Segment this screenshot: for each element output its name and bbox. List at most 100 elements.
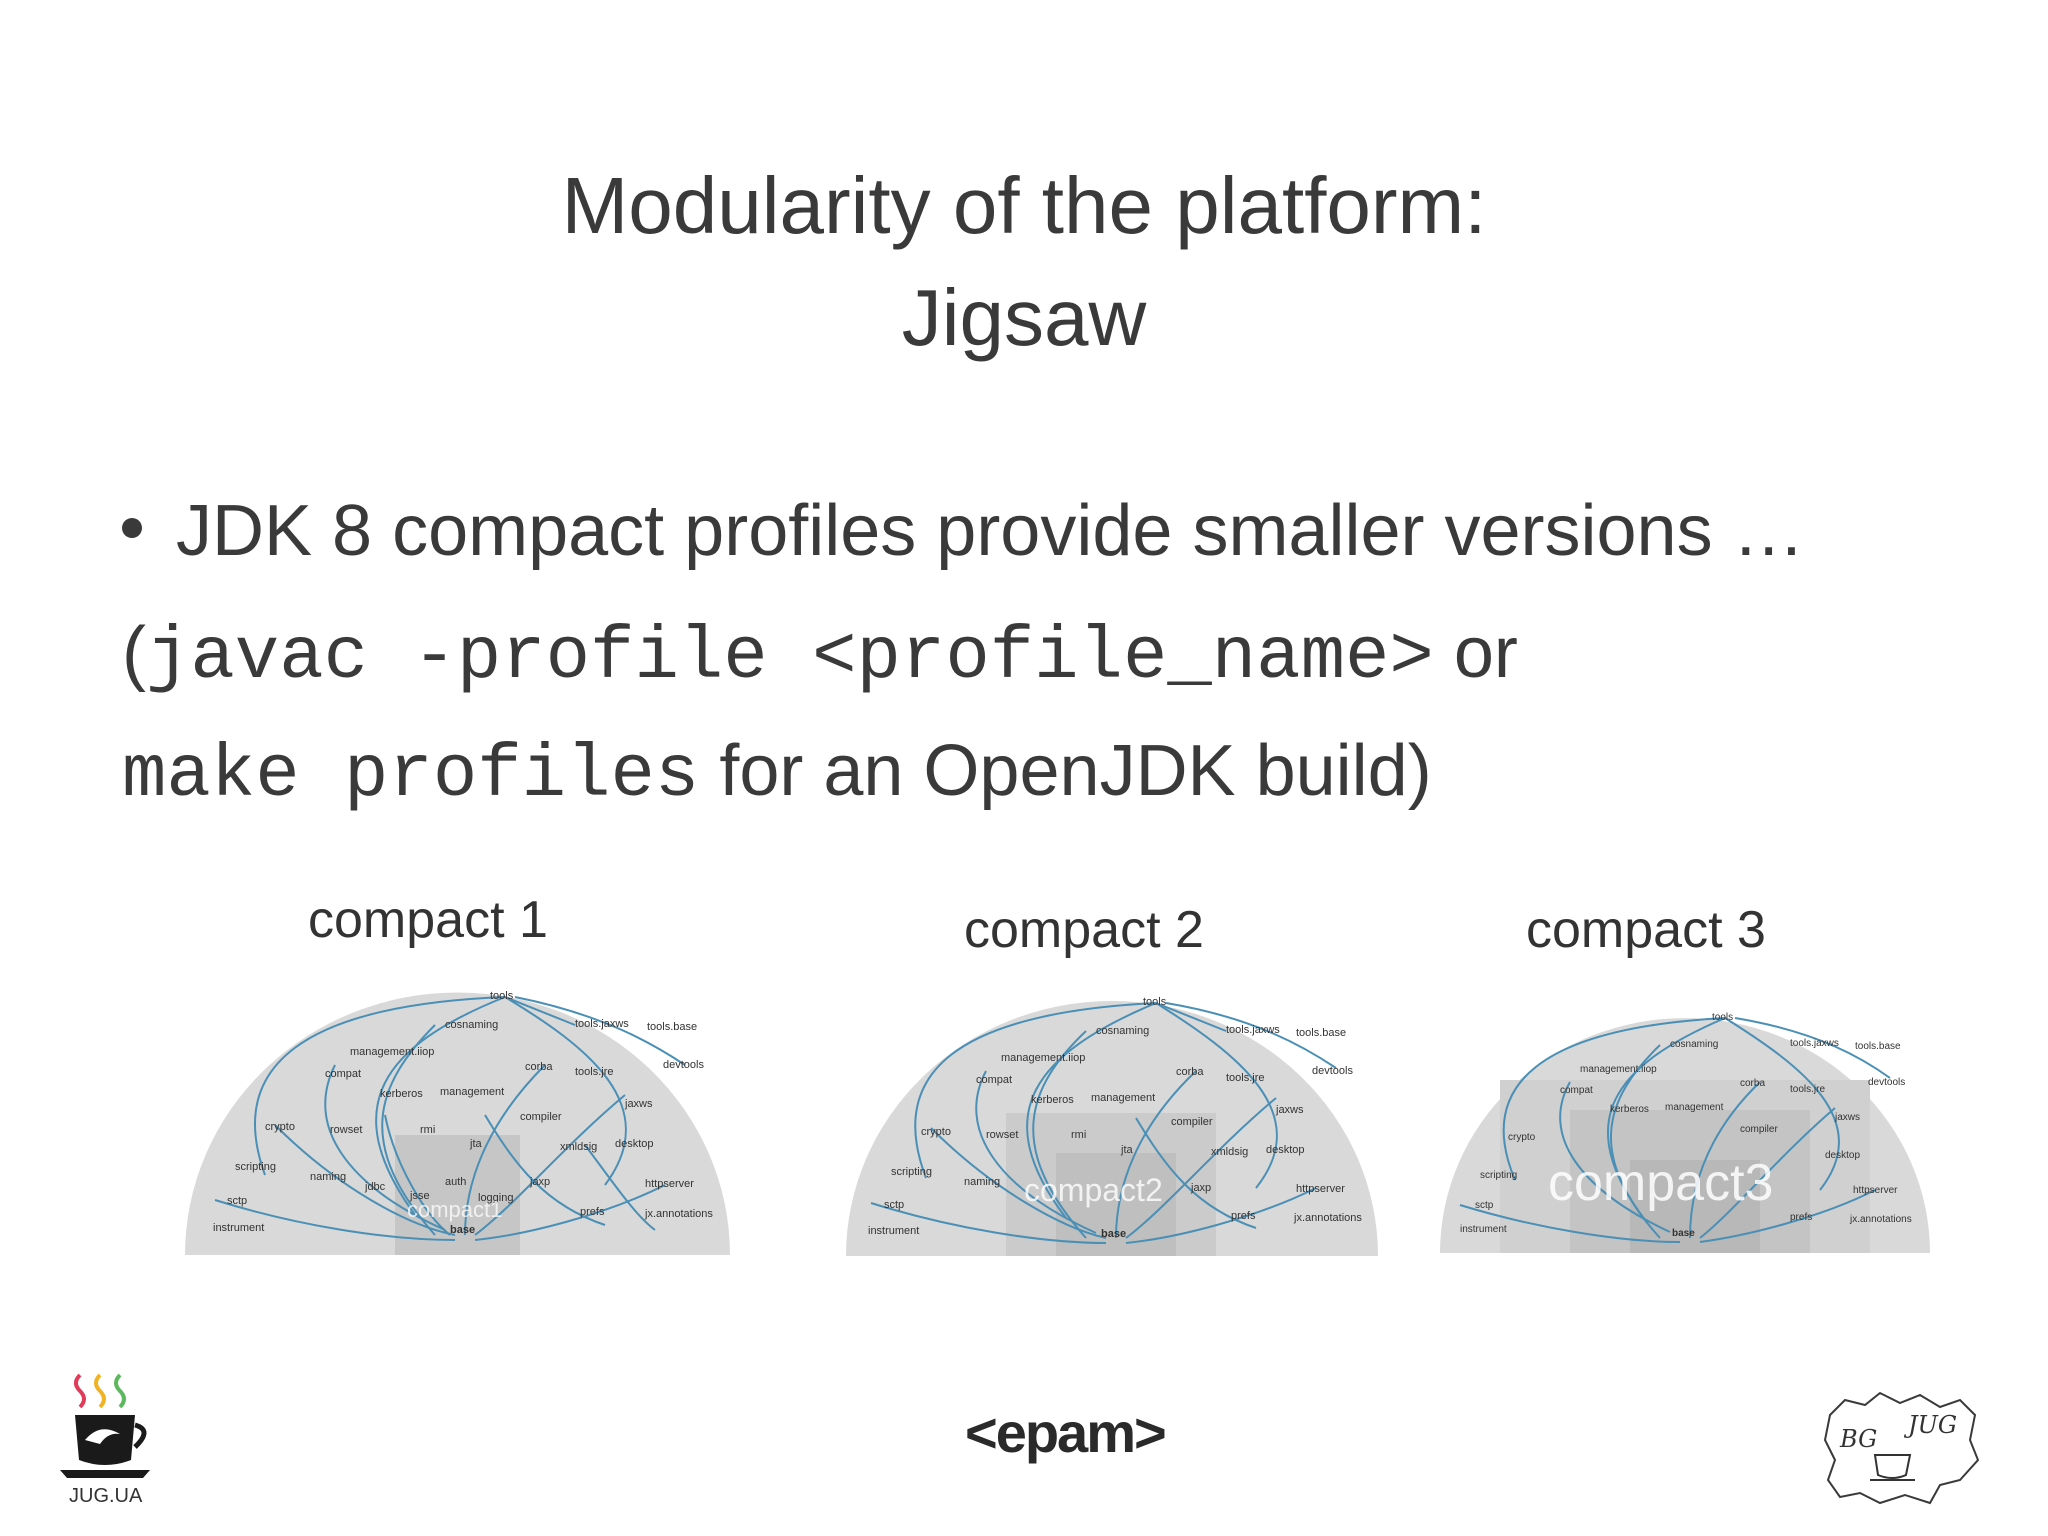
node-base: base [1101, 1228, 1126, 1240]
node-naming: naming [310, 1171, 346, 1183]
node-jaxws: jaxws [1275, 1104, 1304, 1116]
node-crypto: crypto [265, 1121, 295, 1133]
compact2-node-labels: tools cosnaming tools.jaxws tools.base m… [868, 996, 1362, 1240]
node-rmi: rmi [420, 1124, 435, 1136]
node-management: management [1665, 1102, 1724, 1113]
node-xmldsig: xmldsig [560, 1141, 597, 1153]
bullet-line-3: make profiles for an OpenJDK build) [122, 730, 1432, 818]
node-tools: tools [490, 990, 514, 1002]
node-management-iiop: management.iiop [350, 1046, 434, 1058]
compact3-label: compact 3 [1526, 901, 1766, 959]
node-compiler: compiler [1171, 1116, 1213, 1128]
node-jta: jta [469, 1138, 483, 1150]
bullet-line-2: (javac -profile <profile_name> or [122, 612, 1518, 700]
node-management: management [1091, 1092, 1155, 1104]
node-corba: corba [1176, 1066, 1204, 1078]
node-jaxp: jaxp [1190, 1182, 1211, 1194]
steam-red-icon [74, 1373, 86, 1409]
node-rowset: rowset [330, 1124, 362, 1136]
node-httpserver: httpserver [645, 1178, 694, 1190]
node-tools-jre: tools.jre [575, 1066, 614, 1078]
node-jaxws: jaxws [624, 1098, 653, 1110]
node-prefs: prefs [1790, 1212, 1812, 1223]
node-management: management [440, 1086, 504, 1098]
node-instrument: instrument [1460, 1224, 1507, 1235]
cup-icon [75, 1415, 135, 1465]
node-tools-base: tools.base [1855, 1041, 1901, 1052]
node-compat: compat [325, 1068, 361, 1080]
node-jta: jta [1120, 1144, 1134, 1156]
node-logging: logging [478, 1192, 513, 1204]
node-prefs: prefs [580, 1206, 605, 1218]
jug-text: JUG [1903, 1411, 1957, 1439]
node-tools-jre: tools.jre [1226, 1072, 1265, 1084]
node-base: base [450, 1224, 475, 1236]
node-auth: auth [445, 1176, 466, 1188]
node-jx-annotations: jx.annotations [1849, 1214, 1912, 1225]
compact1-diagram: tools cosnaming tools.jaxws tools.base m… [185, 990, 730, 1255]
javac-command: javac -profile <profile_name> [145, 616, 1434, 700]
node-cosnaming: cosnaming [445, 1019, 498, 1031]
node-kerberos: kerberos [1031, 1094, 1074, 1106]
node-sctp: sctp [1475, 1200, 1494, 1211]
jug-ua-text: JUG.UA [69, 1485, 143, 1507]
cup-outline-icon [1873, 1454, 1912, 1479]
compact3-watermark: compact3 [1548, 1154, 1773, 1212]
node-prefs: prefs [1231, 1210, 1256, 1222]
slide-title-line2: Jigsaw [901, 273, 1147, 362]
node-cosnaming: cosnaming [1096, 1025, 1149, 1037]
node-crypto: crypto [921, 1126, 951, 1138]
node-naming: naming [964, 1176, 1000, 1188]
node-devtools: devtools [663, 1059, 704, 1071]
node-compat: compat [1560, 1085, 1593, 1096]
bullet-text: JDK 8 compact profiles provide smaller v… [176, 491, 1805, 571]
node-sctp: sctp [227, 1195, 247, 1207]
slide-title-line1: Modularity of the platform: [561, 161, 1487, 250]
node-scripting: scripting [235, 1161, 276, 1173]
node-desktop: desktop [1825, 1150, 1860, 1161]
node-corba: corba [525, 1061, 553, 1073]
node-jsse: jsse [409, 1190, 430, 1202]
jug-ua-logo: JUG.UA [60, 1373, 150, 1507]
node-tools-jaxws: tools.jaxws [1226, 1024, 1280, 1036]
node-jaxws: jaxws [1834, 1112, 1860, 1123]
node-scripting: scripting [1480, 1170, 1517, 1181]
make-command: make profiles [122, 734, 700, 818]
bullet-item: JDK 8 compact profiles provide smaller v… [122, 490, 1805, 572]
node-rowset: rowset [986, 1129, 1018, 1141]
node-crypto: crypto [1508, 1132, 1536, 1143]
compact1-watermark: compact1 [407, 1197, 502, 1222]
bg-text: BG [1839, 1425, 1877, 1453]
or-text: or [1453, 613, 1518, 693]
node-devtools: devtools [1868, 1077, 1905, 1088]
open-paren: ( [122, 613, 146, 693]
compact1-node-labels: tools cosnaming tools.jaxws tools.base m… [213, 990, 713, 1236]
node-jaxp: jaxp [529, 1176, 550, 1188]
node-kerberos: kerberos [380, 1088, 423, 1100]
bullet-dot-icon [122, 517, 142, 538]
node-tools-base: tools.base [647, 1021, 697, 1033]
node-jdbc: jdbc [364, 1181, 386, 1193]
node-jx-annotations: jx.annotations [644, 1208, 713, 1220]
node-httpserver: httpserver [1296, 1183, 1345, 1195]
node-sctp: sctp [884, 1199, 904, 1211]
node-tools: tools [1143, 996, 1167, 1008]
bg-jug-logo: BG JUG [1823, 1391, 1980, 1505]
node-tools-jaxws: tools.jaxws [575, 1018, 629, 1030]
node-desktop: desktop [615, 1138, 654, 1150]
node-base: base [1672, 1228, 1695, 1239]
node-tools: tools [1712, 1012, 1733, 1023]
compact2-watermark: compact2 [1024, 1172, 1163, 1208]
node-instrument: instrument [868, 1225, 919, 1237]
compact3-node-labels: tools cosnaming tools.jaxws tools.base m… [1460, 1012, 1912, 1239]
node-compat: compat [976, 1074, 1012, 1086]
compact2-label: compact 2 [964, 901, 1204, 959]
node-tools-jre: tools.jre [1790, 1084, 1825, 1095]
node-devtools: devtools [1312, 1065, 1353, 1077]
node-tools-jaxws: tools.jaxws [1790, 1038, 1839, 1049]
node-cosnaming: cosnaming [1670, 1039, 1718, 1050]
compact1-label: compact 1 [308, 891, 548, 949]
node-compiler: compiler [520, 1111, 562, 1123]
node-corba: corba [1740, 1078, 1765, 1089]
